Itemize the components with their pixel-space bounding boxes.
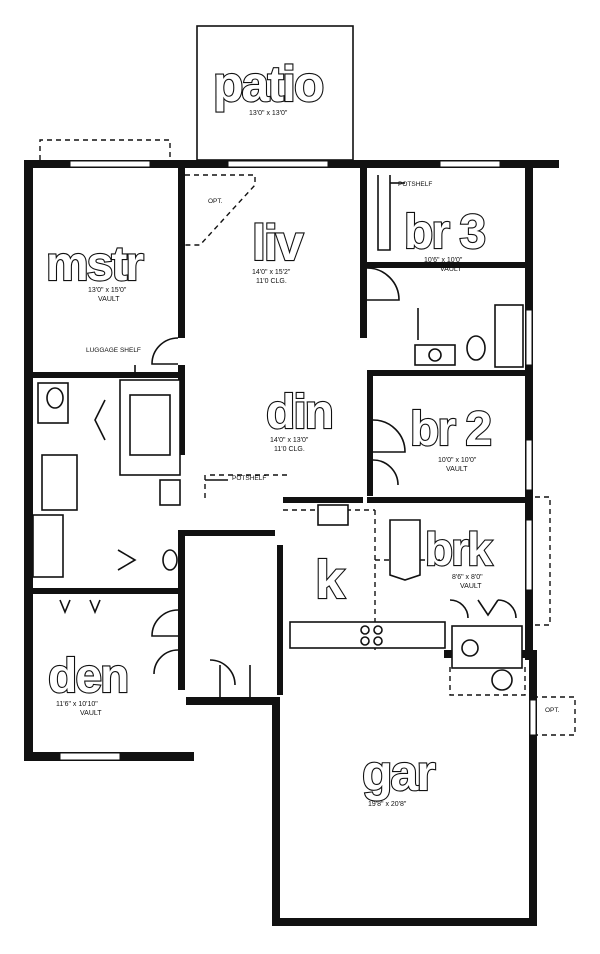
brk-dims: 8'6" x 8'0": [452, 574, 483, 581]
den-note: VAULT: [80, 710, 102, 717]
mstr-label: mstr: [46, 238, 143, 291]
living-opt-corner: [185, 174, 256, 246]
brk-label: brk: [425, 523, 493, 575]
den-dims: 11'6" x 10'10": [56, 701, 98, 708]
luggage-shelf-note: LUGGAGE SHELF: [86, 347, 141, 354]
pot-shelf-mid-note: POTSHELF: [232, 475, 266, 482]
pot-shelf-top-note: POTSHELF: [398, 181, 432, 188]
br2-note: VAULT: [446, 466, 468, 473]
master-bath-fixtures: [32, 379, 181, 615]
liv-note: 11'0 CLG.: [256, 278, 287, 285]
mstr-dims: 13'0" x 15'0": [88, 287, 127, 294]
din-dims: 14'0" x 13'0": [270, 437, 309, 444]
liv-label: liv: [252, 215, 304, 271]
br2-label: br 2: [410, 403, 490, 456]
gar-dims: 19'8" x 20'8": [368, 801, 407, 808]
din-note: 11'0 CLG.: [274, 446, 305, 453]
liv-dims: 14'0" x 15'2": [252, 269, 291, 276]
kitchen-fixtures: [289, 504, 523, 691]
br3-note: VAULT: [440, 266, 462, 273]
br2-dims: 10'0" x 10'0": [438, 457, 477, 464]
interior-walls: [33, 168, 527, 695]
br3-dims: 10'6" x 10'0": [424, 257, 463, 264]
patio-dims: 13'0" x 13'0": [249, 110, 288, 117]
gar-label: gar: [362, 745, 435, 801]
opt-living-note: OPT.: [208, 198, 223, 205]
brk-note: VAULT: [460, 583, 482, 590]
patio-label: patio: [213, 56, 323, 112]
door-swings: [151, 267, 517, 701]
den-label: den: [48, 650, 127, 703]
mstr-note: VAULT: [98, 296, 120, 303]
opt-garage-note: OPT.: [545, 707, 560, 714]
hall-bath-fixtures: [377, 175, 524, 368]
pot-shelf-marks: [134, 182, 405, 481]
din-label: din: [266, 386, 332, 439]
br3-label: br 3: [404, 206, 484, 259]
k-label: k: [315, 550, 346, 610]
